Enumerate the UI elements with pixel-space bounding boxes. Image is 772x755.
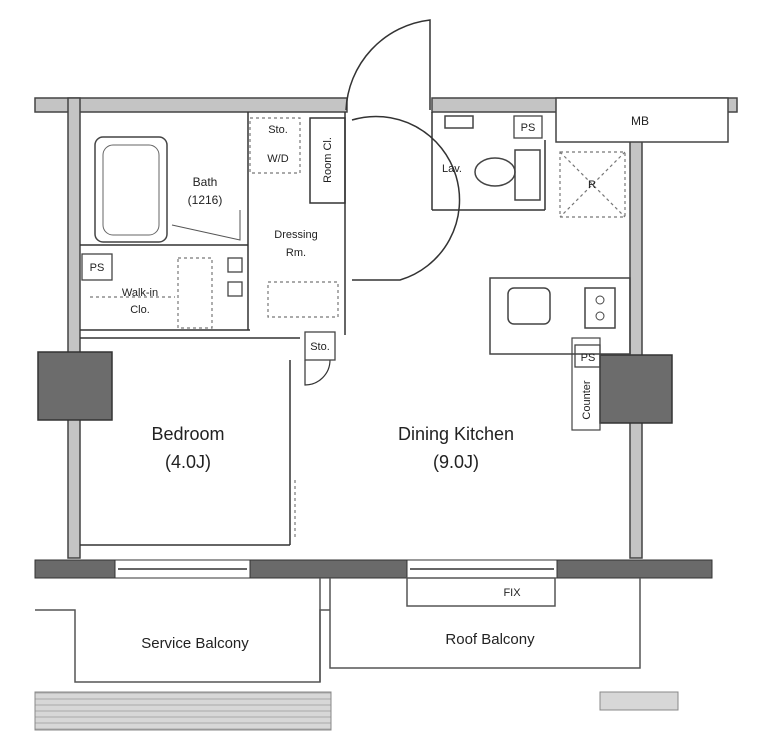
bath-size: (1216)	[188, 193, 223, 207]
bedroom-size: (4.0J)	[165, 452, 211, 472]
lav-label: Lav.	[442, 163, 462, 175]
wd-area	[249, 117, 301, 174]
fix-window	[406, 577, 556, 607]
r-box	[559, 151, 626, 218]
dining-kitchen-name: Dining Kitchen	[398, 424, 514, 444]
bath-door-line	[171, 210, 241, 241]
sto-mid-box	[304, 331, 336, 361]
burner-2	[595, 311, 605, 321]
dressing-shelf	[267, 281, 339, 318]
sto-top-label: Sto.	[268, 124, 288, 136]
dressing-line2: Rm.	[286, 247, 306, 259]
bathtub	[94, 136, 168, 243]
interior-walls	[80, 112, 546, 546]
walkin-line1: Walk-in	[122, 287, 158, 299]
ps-lav-box	[513, 115, 543, 139]
dressing-line1: Dressing	[274, 229, 317, 241]
room-cl-box	[309, 117, 346, 204]
ps-lav-label: PS	[521, 122, 536, 134]
dressing-door-swing	[304, 359, 331, 386]
kitchen-stove	[584, 287, 616, 329]
exterior-walls	[34, 97, 738, 559]
balcony-outlines	[35, 577, 641, 683]
kitchen-sink	[507, 287, 551, 325]
walkin-line2: Clo.	[130, 304, 150, 316]
room-cl-label: Room Cl.	[322, 137, 334, 183]
r-label: R	[588, 179, 596, 191]
wall-band-3	[556, 559, 713, 579]
kitchen-counter-side	[571, 337, 601, 431]
bedroom-name: Bedroom	[151, 424, 224, 444]
sto-mid-label: Sto.	[310, 341, 330, 353]
ps-left-label: PS	[90, 262, 105, 274]
service-balcony-outline	[35, 609, 330, 683]
dashed-fixtures	[90, 117, 626, 540]
balcony-wall-band	[34, 559, 713, 579]
bottom-right-step	[599, 691, 679, 711]
ps-left-box	[81, 253, 113, 281]
kitchen-counter	[489, 277, 631, 355]
burner-1	[595, 295, 605, 305]
bath-name: Bath	[193, 175, 218, 189]
ps-kitchen-box	[574, 344, 601, 368]
left-wall	[67, 97, 81, 559]
inner-door-swing	[351, 115, 461, 281]
column-left	[37, 351, 113, 421]
fix-label: FIX	[503, 587, 521, 599]
lav-shelf	[444, 115, 474, 129]
bottom-hatch	[34, 691, 332, 731]
mb-box	[555, 97, 729, 143]
toilet-tank	[514, 149, 541, 201]
dining-kitchen-size: (9.0J)	[433, 452, 479, 472]
toilet-bowl	[474, 157, 516, 187]
mb-label: MB	[631, 114, 649, 128]
switch-box-2	[227, 281, 243, 297]
entry-door-swing	[345, 19, 431, 111]
small-boxes	[81, 115, 601, 368]
column-right	[599, 354, 673, 424]
top-wall-left	[34, 97, 348, 113]
roof-balcony-label: Roof Balcony	[445, 631, 535, 648]
wall-band-1	[34, 559, 116, 579]
walkin-rack	[177, 257, 213, 329]
counter-label: Counter	[581, 380, 593, 419]
wd-label: W/D	[267, 153, 288, 165]
ps-kitchen-label: PS	[581, 352, 596, 364]
roof-balcony-outline	[329, 578, 641, 669]
right-wall	[629, 139, 643, 559]
wall-band-2	[249, 559, 408, 579]
switch-box-1	[227, 257, 243, 273]
service-balcony-label: Service Balcony	[141, 635, 249, 652]
bathtub-inner	[102, 144, 160, 236]
